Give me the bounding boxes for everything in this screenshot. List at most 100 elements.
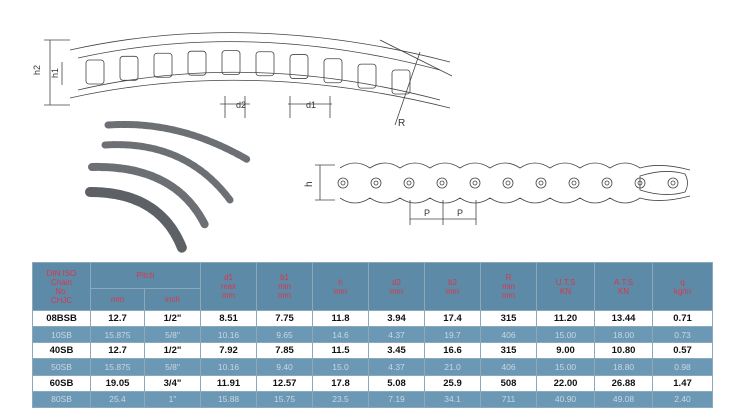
table-cell: 25.9 bbox=[424, 374, 482, 392]
chain-plate bbox=[323, 58, 343, 84]
table-cell: 15.875 bbox=[90, 358, 145, 376]
table-cell: 10.16 bbox=[200, 358, 258, 376]
chain-pin-hole bbox=[340, 180, 346, 186]
header-b1: b1 min mm bbox=[256, 262, 314, 311]
table-cell: 5/8" bbox=[143, 358, 202, 376]
chain-pin bbox=[370, 177, 382, 189]
table-cell: 12.7 bbox=[90, 309, 145, 328]
h-label: h bbox=[304, 181, 315, 187]
table-cell: 7.19 bbox=[368, 390, 426, 409]
chain-spec-table: DIN ISO Chain No. CHJC Pitch d1 max mm b… bbox=[32, 262, 714, 409]
table-cell: 3/4" bbox=[143, 374, 202, 392]
table-cell: 15.00 bbox=[536, 358, 596, 376]
chain-side-view bbox=[315, 162, 691, 225]
chain-pin-hole bbox=[373, 180, 379, 186]
chain-plate bbox=[119, 55, 139, 81]
table-cell: 16.6 bbox=[424, 342, 482, 360]
h1-label: h1 bbox=[50, 68, 60, 78]
table-cell: 26.88 bbox=[594, 374, 654, 392]
table-cell: 15.875 bbox=[90, 326, 145, 344]
table-cell: 14.6 bbox=[312, 326, 370, 344]
table-cell: 11.8 bbox=[312, 309, 370, 328]
table-cell: 17.8 bbox=[312, 374, 370, 392]
table-cell: 4.37 bbox=[368, 326, 426, 344]
table-cell: 12.7 bbox=[90, 342, 145, 360]
chain-pin bbox=[469, 177, 481, 189]
table-cell: 60SB bbox=[32, 374, 91, 392]
table-cell: 7.75 bbox=[256, 309, 314, 328]
chain-pin-hole bbox=[472, 180, 478, 186]
table-cell: 18.00 bbox=[594, 326, 654, 344]
table-cell: 40.90 bbox=[536, 390, 596, 409]
table-cell: 9.40 bbox=[256, 358, 314, 376]
technical-drawing: h2 h1 d2 d1 R h P P bbox=[32, 32, 691, 253]
table-cell: 15.75 bbox=[256, 390, 314, 409]
table-cell: 11.20 bbox=[536, 309, 596, 328]
chain-pin bbox=[436, 177, 448, 189]
table-cell: 9.00 bbox=[536, 342, 596, 360]
table-cell: 15.0 bbox=[312, 358, 370, 376]
header-d2: d2 mm bbox=[368, 262, 426, 311]
radius-label: R bbox=[398, 118, 405, 129]
table-cell: 711 bbox=[480, 390, 538, 409]
chain-pin bbox=[568, 177, 580, 189]
chain-plate bbox=[221, 50, 241, 76]
chain-plate bbox=[85, 59, 105, 85]
header-pitch-inch: inch bbox=[143, 288, 202, 311]
chain-plate bbox=[187, 50, 207, 76]
chain-pin-hole bbox=[604, 180, 610, 186]
table-cell: 315 bbox=[480, 309, 538, 328]
table-cell: 1" bbox=[143, 390, 202, 409]
pitch-label-a: P bbox=[424, 208, 430, 218]
chain-pin bbox=[535, 177, 547, 189]
table-cell: 49.08 bbox=[594, 390, 654, 409]
table-cell: 80SB bbox=[32, 390, 91, 409]
table-cell: 0.71 bbox=[652, 309, 714, 328]
table-cell: 406 bbox=[480, 326, 538, 344]
table-cell: 406 bbox=[480, 358, 538, 376]
header-pitch-mm: mm bbox=[90, 288, 145, 311]
h2-label: h2 bbox=[32, 65, 42, 75]
table-cell: 0.57 bbox=[652, 342, 714, 360]
header-h: h mm bbox=[312, 262, 370, 311]
table-cell: 10.80 bbox=[594, 342, 654, 360]
table-cell: 17.4 bbox=[424, 309, 482, 328]
table-cell: 13.44 bbox=[594, 309, 654, 328]
header-chain-no: DIN ISO Chain No. CHJC bbox=[32, 262, 91, 311]
table-cell: 7.85 bbox=[256, 342, 314, 360]
table-cell: 10.16 bbox=[200, 326, 258, 344]
table-cell: 11.91 bbox=[200, 374, 258, 392]
header-ats: A.T.S KN bbox=[594, 262, 654, 311]
table-cell: 50SB bbox=[32, 358, 91, 376]
table-cell: 23.5 bbox=[312, 390, 370, 409]
table-cell: 11.5 bbox=[312, 342, 370, 360]
table-cell: 25.4 bbox=[90, 390, 145, 409]
table-cell: 5.08 bbox=[368, 374, 426, 392]
curved-chain-drawing bbox=[44, 32, 453, 126]
table-cell: 15.88 bbox=[200, 390, 258, 409]
table-cell: 08BSB bbox=[32, 309, 91, 328]
d2-label: d2 bbox=[236, 100, 246, 110]
table-cell: 0.98 bbox=[652, 358, 714, 376]
table-cell: 21.0 bbox=[424, 358, 482, 376]
table-cell: 0.73 bbox=[652, 326, 714, 344]
chain-plate bbox=[289, 54, 309, 79]
chain-pin-hole bbox=[670, 180, 676, 186]
chain-pin bbox=[337, 177, 349, 189]
chain-pin bbox=[601, 177, 613, 189]
table-cell: 19.7 bbox=[424, 326, 482, 344]
table-cell: 5/8" bbox=[143, 326, 202, 344]
header-b2: b2 mm bbox=[424, 262, 482, 311]
table-cell: 15.00 bbox=[536, 326, 596, 344]
table-cell: 12.57 bbox=[256, 374, 314, 392]
chain-pin-hole bbox=[538, 180, 544, 186]
pitch-label-b: P bbox=[457, 208, 463, 218]
chain-pin bbox=[502, 177, 514, 189]
table-cell: 18.80 bbox=[594, 358, 654, 376]
